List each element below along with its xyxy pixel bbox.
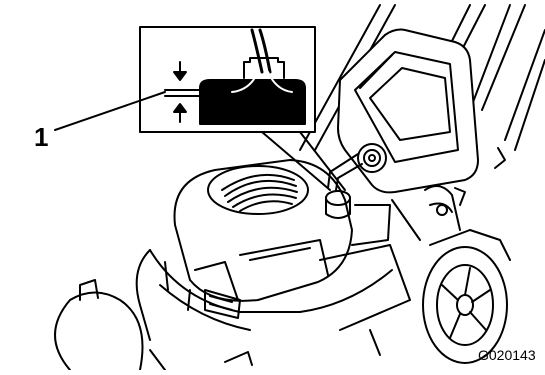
rear-wheel <box>422 229 511 364</box>
fuel-can-icon <box>327 28 479 194</box>
callout-leader <box>54 91 166 131</box>
zoom-line-right <box>299 131 346 191</box>
fill-level-arrows-icon <box>173 61 187 123</box>
callout-number: 1 <box>34 122 49 152</box>
mower-deck <box>135 199 421 341</box>
engine <box>173 159 391 302</box>
deck-detail <box>224 351 253 366</box>
figure-code: G020143 <box>478 347 536 363</box>
fuel-level-inset <box>139 26 316 133</box>
deck-detail <box>369 329 381 356</box>
handle-bracket <box>424 147 506 246</box>
front-wheel <box>54 279 166 371</box>
